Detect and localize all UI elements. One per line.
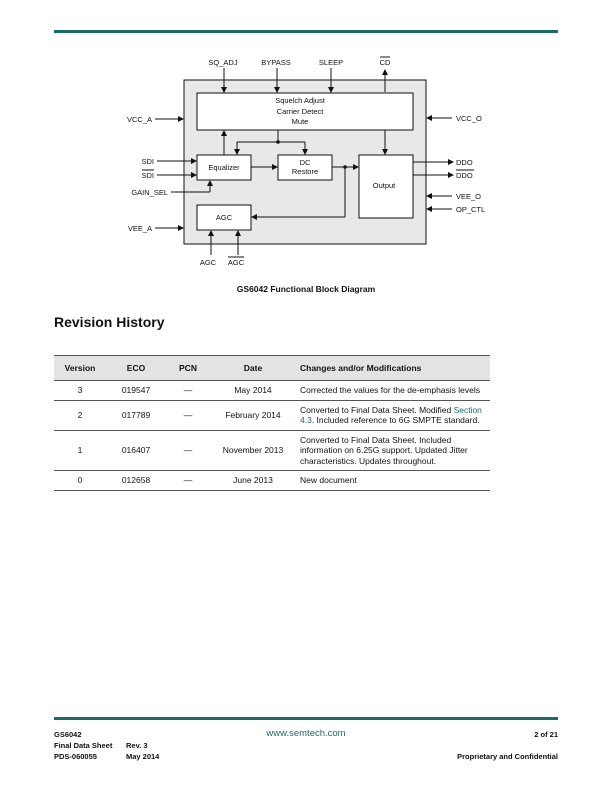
functional-block-diagram: Squelch Adjust Carrier Detect Mute Equal… <box>127 56 485 267</box>
agc-label: AGC <box>216 213 233 222</box>
cell-eco: 012658 <box>106 470 166 491</box>
vcc-o-label: VCC_O <box>456 114 482 123</box>
footer-spacer <box>457 740 558 751</box>
equalizer-label: Equalizer <box>208 163 240 172</box>
vee-o-label: VEE_O <box>456 192 481 201</box>
op-ctl-label: OP_CTL <box>456 205 485 214</box>
cell-changes: Corrected the values for the de-emphasis… <box>296 380 490 401</box>
revision-history-title: Revision History <box>54 314 165 330</box>
table-row: 2 017789 — February 2014 Converted to Fi… <box>54 400 490 431</box>
diagram-caption: GS6042 Functional Block Diagram <box>236 284 376 294</box>
vee-a-label: VEE_A <box>128 224 152 233</box>
col-pcn: PCN <box>166 355 210 381</box>
cell-version: 0 <box>54 470 106 491</box>
col-date: Date <box>210 355 296 381</box>
footer-doc-number: PDS-060055 <box>54 752 97 761</box>
revision-table: Version ECO PCN Date Changes and/or Modi… <box>54 355 490 491</box>
cell-pcn: — <box>166 400 210 431</box>
table-header-row: Version ECO PCN Date Changes and/or Modi… <box>54 355 490 381</box>
footer-rev: Rev. 3 <box>126 741 148 750</box>
cell-date: November 2013 <box>210 430 296 471</box>
footer-right: 2 of 21 Proprietary and Confidential <box>457 729 558 762</box>
footer-doc-type: Final Data Sheet <box>54 741 113 750</box>
col-changes: Changes and/or Modifications <box>296 355 490 381</box>
bypass-label: BYPASS <box>261 58 290 67</box>
table-row: 0 012658 — June 2013 New document <box>54 470 490 491</box>
cell-pcn: — <box>166 470 210 491</box>
section-4-3-link[interactable]: Section 4.3 <box>300 404 482 426</box>
footer-left: GS6042 Final Data Sheet PDS-060055 <box>54 729 112 762</box>
output-block <box>358 154 414 219</box>
header-rule <box>54 30 558 33</box>
footer-rev-block: Rev. 3 May 2014 <box>126 740 159 762</box>
changes-text: . Included reference to 6G SMPTE standar… <box>311 415 480 425</box>
dc-restore-block <box>277 154 333 181</box>
output-label: Output <box>373 181 396 190</box>
cell-pcn: — <box>166 380 210 401</box>
sq-adj-label: SQ_ADJ <box>208 58 237 67</box>
col-eco: ECO <box>106 355 166 381</box>
cell-eco: 019547 <box>106 380 166 401</box>
website-link[interactable]: www.semtech.com <box>266 728 346 739</box>
footer-page-number: 2 of 21 <box>534 730 558 739</box>
cell-eco: 016407 <box>106 430 166 471</box>
table-row: 3 019547 — May 2014 Corrected the values… <box>54 380 490 401</box>
cell-version: 3 <box>54 380 106 401</box>
cell-date: June 2013 <box>210 470 296 491</box>
gain-sel-label: GAIN_SEL <box>131 188 168 197</box>
agc-bar-input-label: AGC <box>228 258 245 267</box>
footer-date: May 2014 <box>126 752 160 761</box>
sdi-bar-label: SDI <box>141 171 154 180</box>
table-row: 1 016407 — November 2013 Converted to Fi… <box>54 430 490 471</box>
squelch-line-1: Squelch Adjust <box>275 96 326 105</box>
squelch-line-3: Mute <box>292 117 309 126</box>
cell-changes: New document <box>296 470 490 491</box>
cell-changes: Converted to Final Data Sheet. Modified … <box>296 400 490 431</box>
footer-product: GS6042 <box>54 730 82 739</box>
cell-version: 2 <box>54 400 106 431</box>
cell-version: 1 <box>54 430 106 471</box>
cell-changes: Converted to Final Data Sheet. Included … <box>296 430 490 471</box>
changes-text: Converted to Final Data Sheet. Modified <box>300 404 454 415</box>
dc-restore-line-1: DC <box>300 158 311 167</box>
squelch-block <box>196 92 414 131</box>
dc-restore-line-2: Restore <box>292 167 318 176</box>
vcc-a-label: VCC_A <box>127 115 152 124</box>
cell-eco: 017789 <box>106 400 166 431</box>
agc-input-label: AGC <box>200 258 217 267</box>
sleep-label: SLEEP <box>319 58 343 67</box>
footer-rule <box>54 717 558 720</box>
ddo-label: DDO <box>456 158 473 167</box>
sdi-label: SDI <box>141 157 154 166</box>
squelch-line-2: Carrier Detect <box>277 107 325 116</box>
cell-date: May 2014 <box>210 380 296 401</box>
cd-label: CD <box>380 58 391 67</box>
cell-date: February 2014 <box>210 400 296 431</box>
cell-pcn: — <box>166 430 210 471</box>
footer-confidentiality: Proprietary and Confidential <box>457 752 558 761</box>
agc-block <box>196 204 252 231</box>
col-version: Version <box>54 355 106 381</box>
ddo-bar-label: DDO <box>456 171 473 180</box>
